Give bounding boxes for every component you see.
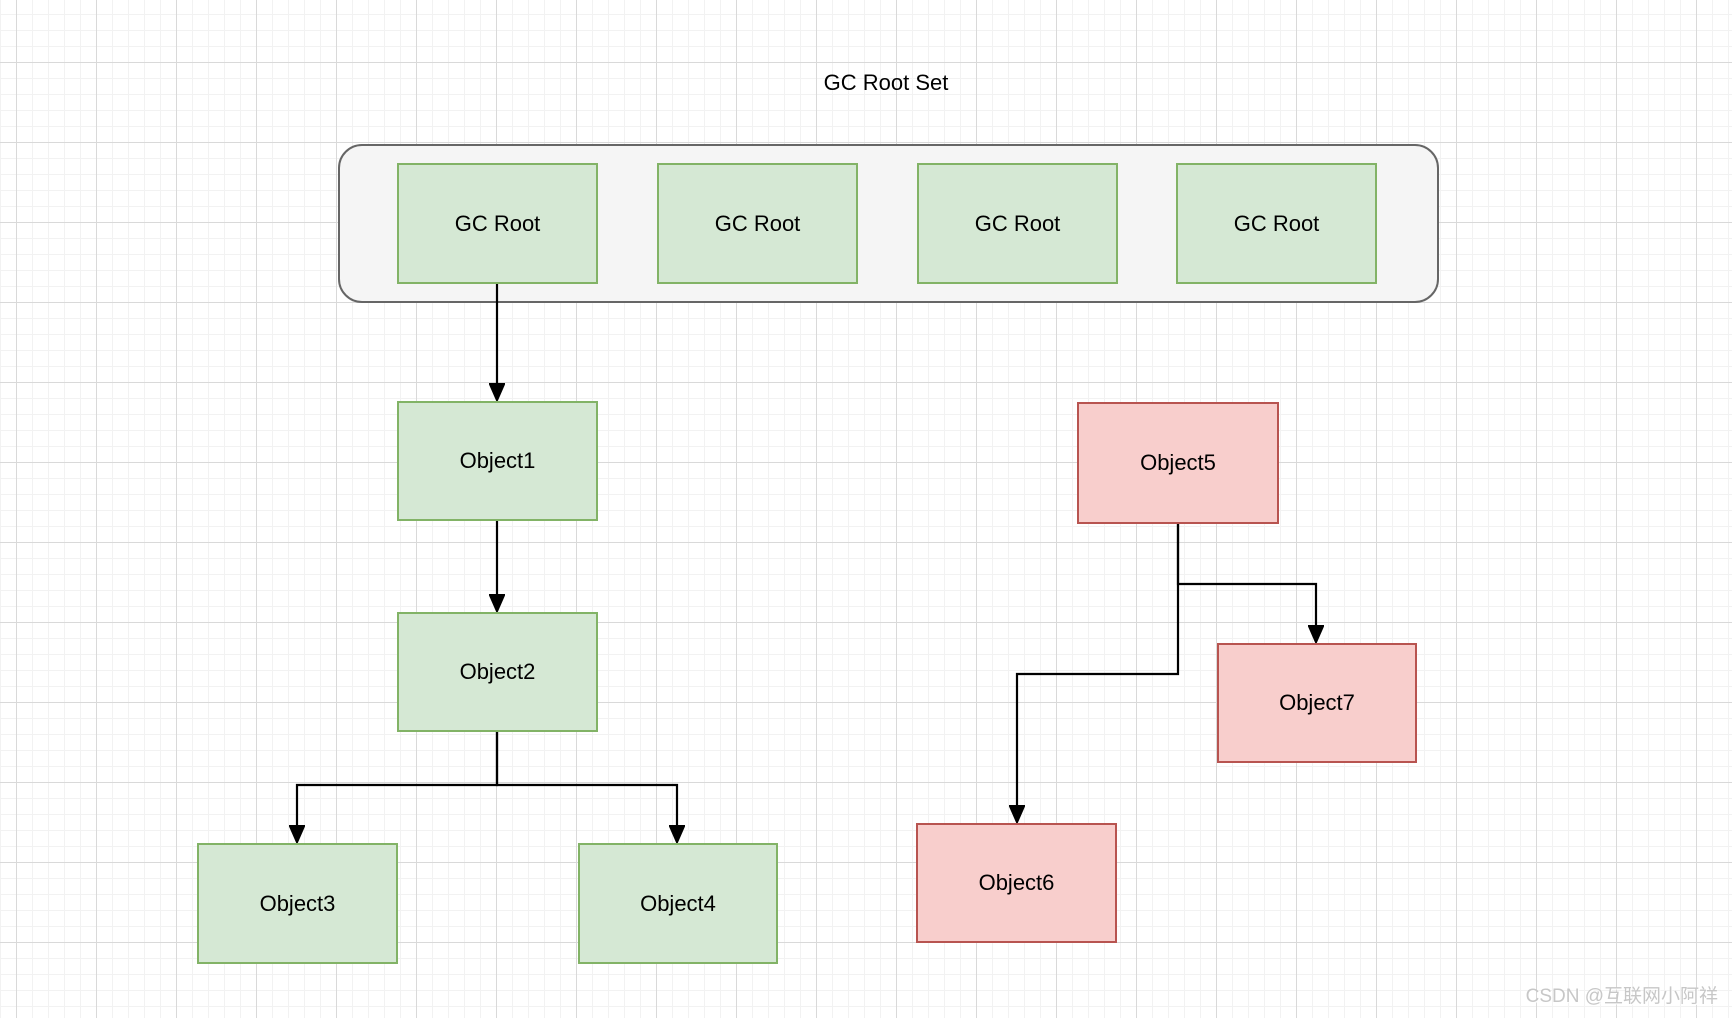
gc-root-box-4: GC Root [1176,163,1377,284]
gc-root-box-3: GC Root [917,163,1118,284]
object2-box: Object2 [397,612,598,732]
watermark: CSDN @互联网小阿祥 [1525,986,1718,1007]
gc-root-box-1: GC Root [397,163,598,284]
object7-box: Object7 [1217,643,1417,763]
gc-root-box-2: GC Root [657,163,858,284]
object3-box: Object3 [197,843,398,964]
object4-box: Object4 [578,843,778,964]
object5-box: Object5 [1077,402,1279,524]
edge-object5-object7 [1176,524,1316,641]
object1-box: Object1 [397,401,598,521]
edge-object5-object6 [1017,524,1180,821]
diagram-title: GC Root Set [823,70,949,95]
edge-object2-object4 [495,732,677,841]
object6-box: Object6 [916,823,1117,943]
edge-object2-object3 [297,732,499,841]
